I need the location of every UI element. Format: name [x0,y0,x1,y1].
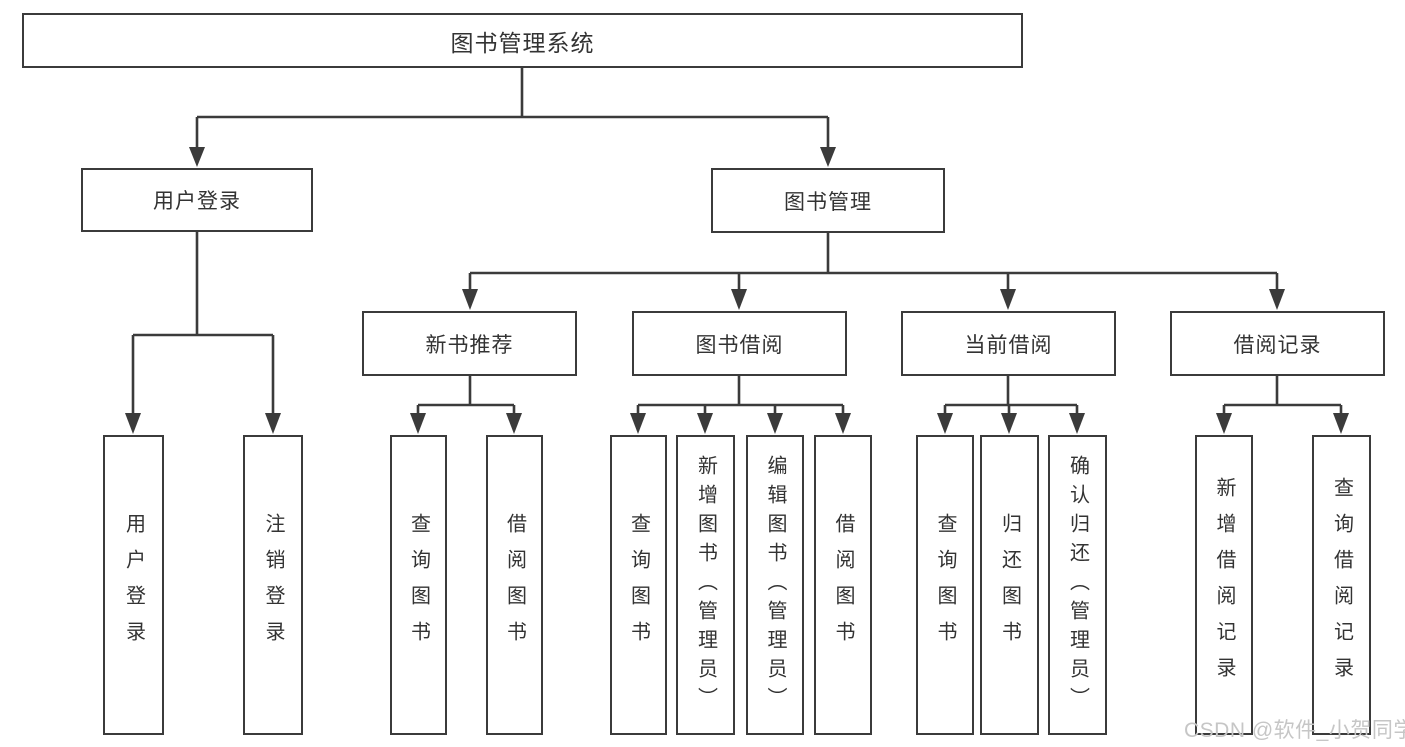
arrowhead [767,413,783,434]
leaf-logout: 注销登录 [243,435,303,735]
node-new-book-recommend: 新书推荐 [362,311,577,376]
arrowhead [697,413,713,434]
arrowhead [410,413,426,434]
arrowhead [1333,413,1349,434]
connector-book-borrow [638,374,843,407]
leaf-borrow-books-1: 借阅图书 [486,435,543,735]
node-borrow-records-label: 借阅记录 [1233,333,1322,357]
leaf-return-books: 归还图书 [980,435,1039,735]
arrowhead [835,413,851,434]
arrowhead [1269,289,1285,310]
node-current-borrow: 当前借阅 [901,311,1116,376]
node-user-login: 用户登录 [81,168,313,232]
connector-book-management [470,231,1277,275]
node-book-borrow-label: 图书借阅 [695,333,784,357]
watermark: CSDN @软件_小贺同学 [1184,719,1405,742]
leaf-user-login: 用户登录 [103,435,164,735]
arrowhead [820,147,836,167]
leaf-edit-book-admin: 编辑图书（管理员） [746,435,804,735]
node-root: 图书管理系统 [22,13,1023,68]
arrowhead [1001,413,1017,434]
connector-borrow-records [1224,374,1341,407]
arrowhead [506,413,522,434]
leaf-confirm-return-admin: 确认归还（管理员） [1048,435,1107,735]
connector-user-login [133,230,273,337]
arrowhead [462,289,478,310]
node-user-login-label: 用户登录 [153,190,241,213]
node-book-management: 图书管理 [711,168,945,233]
node-book-management-label: 图书管理 [784,190,872,214]
leaf-query-borrow-record: 查询借阅记录 [1312,435,1371,735]
leaf-query-books-3: 查询图书 [916,435,974,735]
arrowhead [125,413,141,434]
connector-root [197,66,828,119]
leaf-query-books-2: 查询图书 [610,435,667,735]
arrowhead [731,289,747,310]
leaf-add-book-admin: 新增图书（管理员） [676,435,735,735]
arrowhead [630,413,646,434]
arrowhead [189,147,205,167]
connector-new-book [418,374,514,407]
node-current-borrow-label: 当前借阅 [964,333,1053,357]
leaf-borrow-books-2: 借阅图书 [814,435,872,735]
leaf-add-borrow-record: 新增借阅记录 [1195,435,1253,735]
arrowhead [265,413,281,434]
node-borrow-records: 借阅记录 [1170,311,1385,376]
leaf-query-books-1: 查询图书 [390,435,447,735]
node-new-book-recommend-label: 新书推荐 [425,333,514,357]
arrowhead [1216,413,1232,434]
arrowhead [1000,289,1016,310]
node-root-label: 图书管理系统 [450,29,595,56]
arrowhead [937,413,953,434]
node-book-borrow: 图书借阅 [632,311,847,376]
arrowhead [1069,413,1085,434]
connector-current-borrow [945,374,1077,407]
